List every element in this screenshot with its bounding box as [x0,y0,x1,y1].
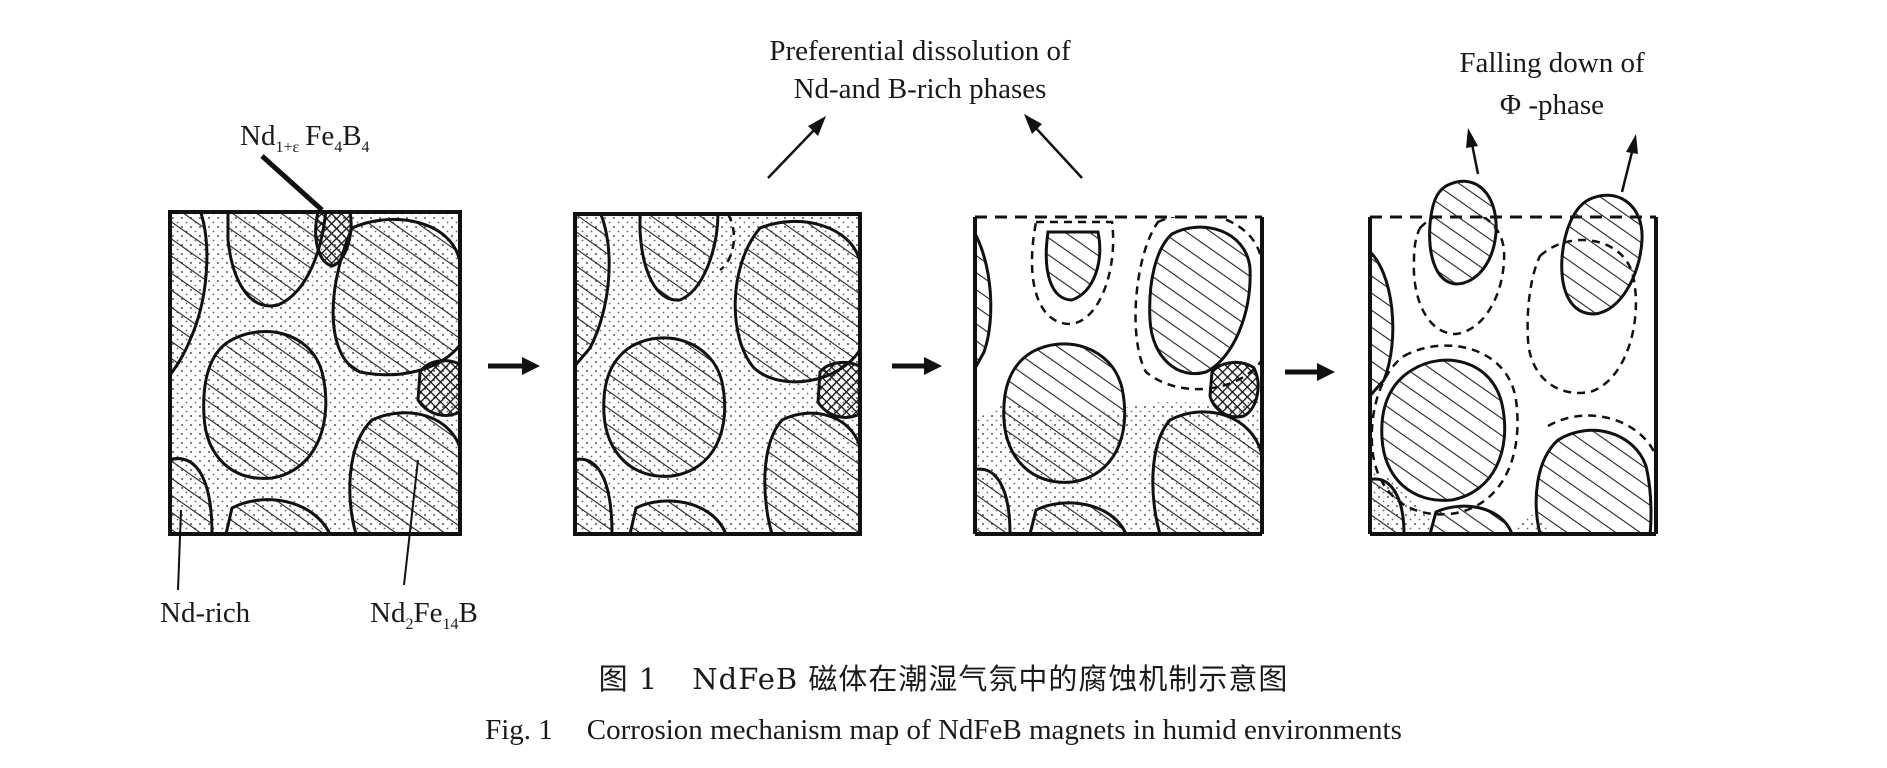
phi-phase-top [314,212,353,268]
arrow-step-3 [1285,363,1335,381]
leader-nd2fe14b [403,459,419,586]
caption-en-number: Fig. 1 [485,714,553,746]
arrow-dissolution-left [767,116,826,179]
grain-falling-right [1560,193,1644,316]
caption-en-text: Corrosion mechanism map of NdFeB magnets… [586,714,1402,746]
panel-2-dissolution [575,214,860,534]
grain-bottom-right [348,411,460,534]
panel-1-initial [170,212,460,534]
phi-phase-right [416,359,460,417]
grain-left-top [170,212,209,378]
label-dissolution-line1: Preferential dissolution of [769,35,1071,67]
label-falling-line1: Falling down of [1459,47,1645,79]
caption-chinese: 图 1 NdFeB 磁体在潮湿气氛中的腐蚀机制示意图 [0,656,1887,698]
leader-nd-rich [177,509,182,591]
grain-top-right [331,217,460,377]
arrow-falling-right [1620,134,1638,193]
grain-falling-left [1428,179,1498,286]
label-falling-line2: Φ -phase [1500,89,1604,121]
arrow-falling-left [1466,128,1480,175]
label-nd2fe14b: Nd2Fe14B [370,597,478,633]
arrow-dissolution-right [1024,114,1083,179]
grain-center [202,330,328,480]
arrow-step-1 [488,357,540,375]
caption-zh-text: NdFeB 磁体在潮湿气氛中的腐蚀机制示意图 [692,662,1289,696]
label-dissolution-line2: Nd-and B-rich phases [794,73,1047,105]
label-nd-rich: Nd-rich [160,597,251,629]
arrow-step-2 [892,357,942,375]
caption-english: Fig. 1 Corrosion mechanism map of NdFeB m… [0,714,1887,747]
leader-nd1fe4b4 [260,154,324,212]
panel-3-dissolved [975,217,1262,534]
caption-zh-number: 图 1 [598,662,659,696]
